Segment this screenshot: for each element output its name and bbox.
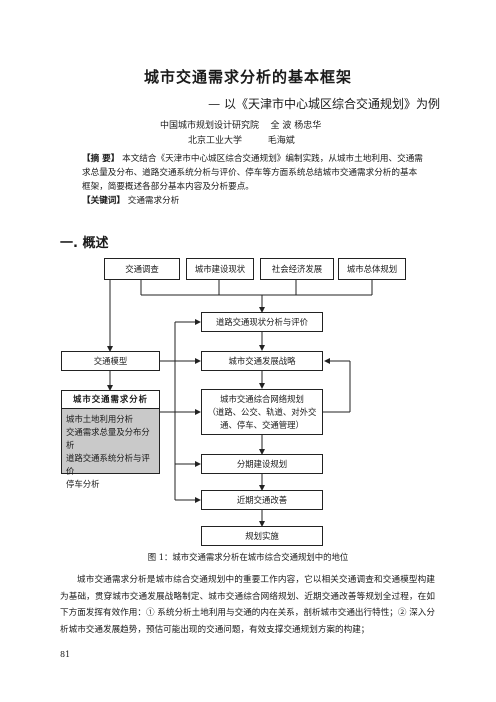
figure-caption: 图 1：城市交通需求分析在城市综合交通规划中的地位 xyxy=(147,552,349,562)
box-near-term-improvement: 近期交通改善 xyxy=(201,490,323,510)
demand-item: 城市土地利用分析 xyxy=(66,414,133,424)
box-socioeconomic: 社会经济发展 xyxy=(260,258,334,280)
network-line: 通、停车、交通管理） xyxy=(220,419,304,430)
paper-title: 城市交通需求分析的基本框架 xyxy=(143,68,352,86)
paper-subtitle: — 以《天津市中心城区综合交通规划》为例 xyxy=(208,97,440,111)
demand-item: 道路交通系统分析与评价 xyxy=(66,453,150,476)
authors-1: 全 波 杨忠华 xyxy=(270,121,322,131)
box-staged-construction: 分期建设规划 xyxy=(201,454,323,474)
box-demand-analysis: 城市交通需求分析 城市土地利用分析 交通需求总量及分布分析 道路交通系统分析与评… xyxy=(61,390,160,489)
demand-analysis-heading: 城市交通需求分析 xyxy=(62,391,159,409)
body-paragraph: 城市交通需求分析是城市综合交通规划中的重要工作内容，它以相关交通调查和交通模型构… xyxy=(60,575,435,635)
box-road-evaluation: 道路交通现状分析与评价 xyxy=(201,312,323,332)
author-line-1: 中国城市规划设计研究院 全 波 杨忠华 xyxy=(160,118,321,131)
box-development-strategy: 城市交通发展战略 xyxy=(201,351,323,371)
keywords: 【关键词】 交通需求分析 xyxy=(82,194,425,208)
demand-item: 交通需求总量及分布分析 xyxy=(66,427,150,450)
box-network-planning: 城市交通综合网络规划 （道路、公交、轨道、对外交 通、停车、交通管理） xyxy=(201,389,323,435)
page-number: 81 xyxy=(60,650,71,659)
box-traffic-survey: 交通调查 xyxy=(104,258,180,280)
keywords-tag: 【关键词】 xyxy=(82,196,125,206)
network-line: （道路、公交、轨道、对外交 xyxy=(207,406,317,417)
affiliation-1: 中国城市规划设计研究院 xyxy=(160,121,260,131)
box-implementation: 规划实施 xyxy=(201,526,323,546)
box-traffic-model: 交通模型 xyxy=(61,351,160,371)
abstract-tag: 【摘 要】 xyxy=(82,154,120,164)
abstract-text: 本文结合《天津市中心城区综合交通规划》编制实践，从城市土地利用、交通需求总量及分… xyxy=(82,154,423,192)
author-line-2: 北京工业大学 毛海斌 xyxy=(188,133,295,146)
box-construction-status: 城市建设现状 xyxy=(186,258,254,280)
abstract: 【摘 要】 本文结合《天津市中心城区综合交通规划》编制实践，从城市土地利用、交通… xyxy=(82,152,425,194)
keywords-text: 交通需求分析 xyxy=(127,196,180,206)
affiliation-2: 北京工业大学 xyxy=(188,136,243,146)
network-line: 城市交通综合网络规划 xyxy=(220,393,304,404)
section-heading: 一. 概述 xyxy=(60,236,109,251)
demand-item: 停车分析 xyxy=(66,479,100,489)
authors-2: 毛海斌 xyxy=(267,136,295,146)
box-master-plan: 城市总体规划 xyxy=(338,258,406,280)
